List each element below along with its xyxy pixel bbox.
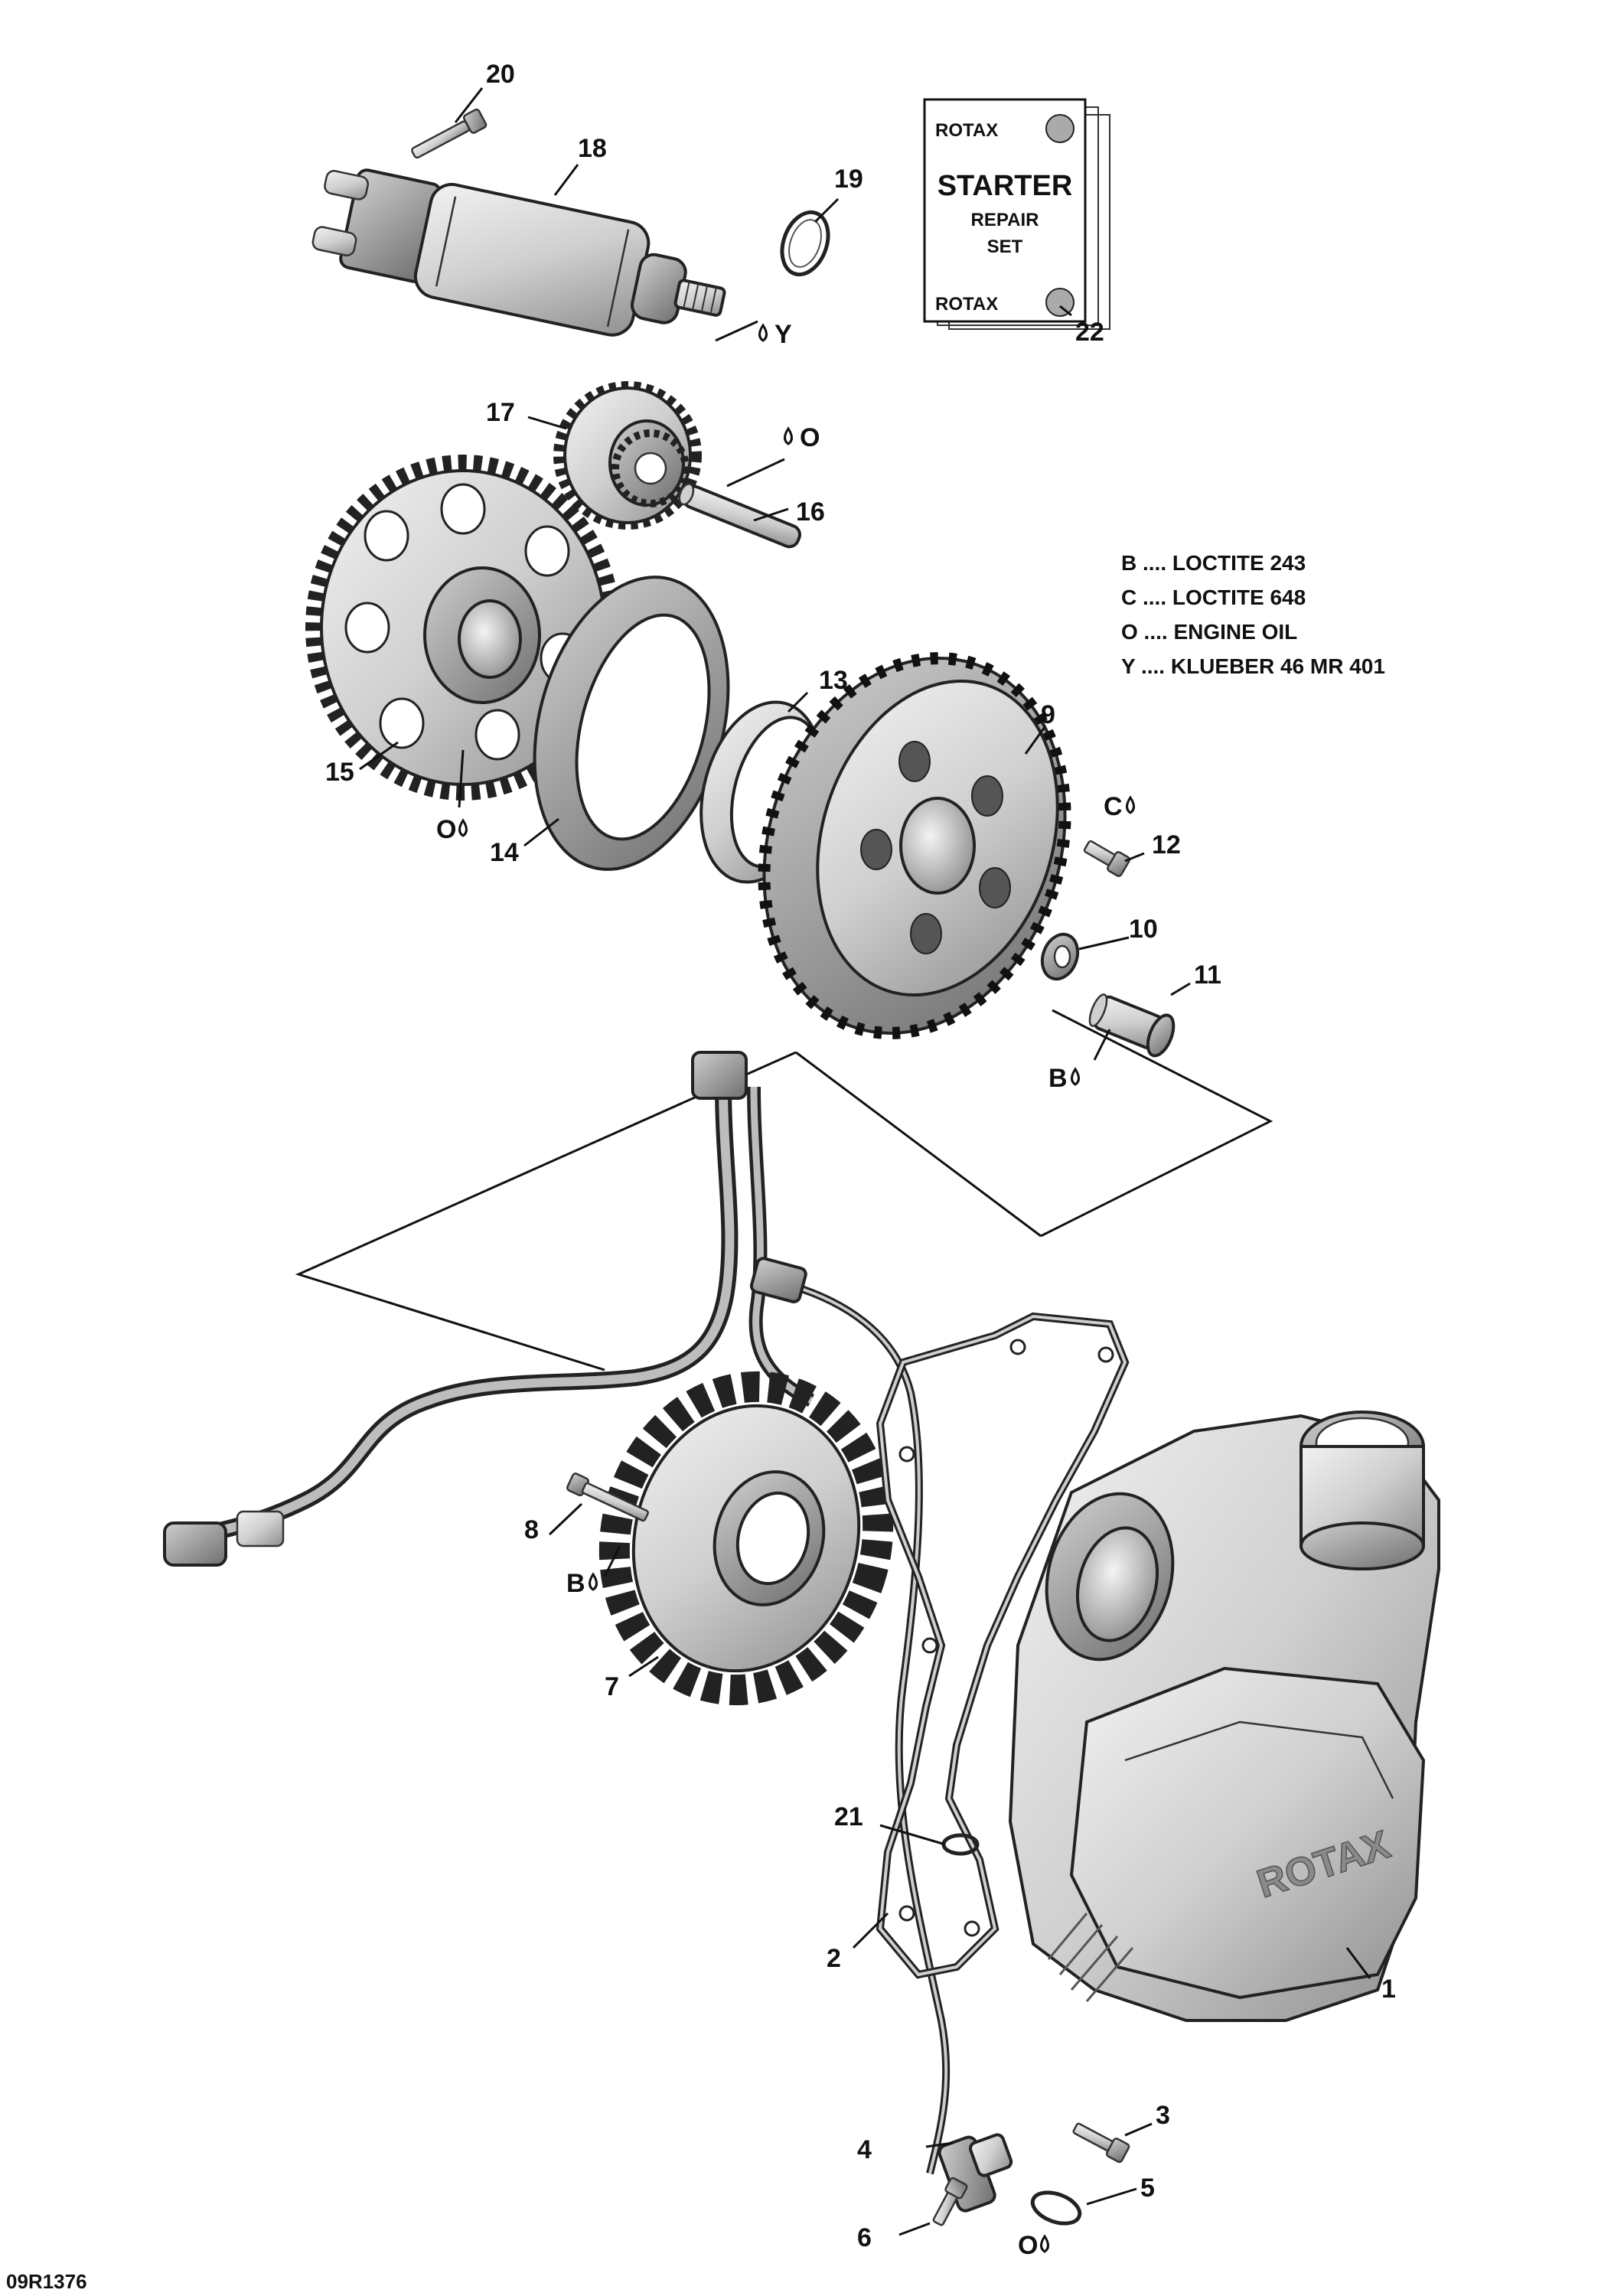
kit-card-brand-bottom: ROTAX bbox=[935, 294, 998, 315]
callout-4: 4 bbox=[857, 2135, 872, 2164]
callout-13: 13 bbox=[819, 666, 848, 695]
bolt-part-20 bbox=[411, 108, 488, 159]
legend-line-b: B .... LOCTITE 243 bbox=[1121, 551, 1306, 575]
screw-part-3 bbox=[1072, 2122, 1130, 2164]
o-ring-part-5 bbox=[1030, 2190, 1082, 2226]
drop-icon bbox=[589, 1572, 598, 1591]
callout-1: 1 bbox=[1381, 1975, 1396, 2004]
drop-icon bbox=[1126, 795, 1135, 814]
marker-y-starter: Y bbox=[774, 320, 792, 349]
kit-card-brand-top: ROTAX bbox=[935, 120, 998, 141]
callout-5: 5 bbox=[1140, 2174, 1155, 2203]
callout-11: 11 bbox=[1194, 960, 1221, 990]
intermediate-gear-part-17 bbox=[553, 381, 702, 530]
assembly-plane-outline bbox=[295, 1009, 1273, 1371]
legend-line-o: O .... ENGINE OIL bbox=[1121, 620, 1297, 644]
legend: B .... LOCTITE 243 C .... LOCTITE 648 O … bbox=[1121, 551, 1385, 678]
screw-part-6 bbox=[932, 2177, 968, 2226]
drop-icon bbox=[1071, 1067, 1080, 1086]
callout-6: 6 bbox=[857, 2223, 872, 2252]
magneto-cover-part-1: ROTAX bbox=[1008, 1411, 1440, 2022]
kit-card-line-2: REPAIR bbox=[971, 210, 1039, 230]
marker-c-screw: C bbox=[1104, 792, 1123, 821]
callout-12: 12 bbox=[1152, 830, 1181, 859]
callout-9: 9 bbox=[1041, 700, 1055, 729]
leader-lines bbox=[359, 87, 1371, 2236]
ring-gear-part-15 bbox=[305, 455, 621, 801]
rotax-logo-icon bbox=[1045, 114, 1075, 143]
drop-icon bbox=[458, 818, 468, 837]
callout-16: 16 bbox=[796, 497, 825, 527]
screw-part-12 bbox=[1083, 840, 1131, 877]
callout-3: 3 bbox=[1156, 2101, 1170, 2130]
marker-o-shaft: O bbox=[800, 423, 820, 452]
marker-o-plug: O bbox=[1018, 2231, 1038, 2260]
kit-card-title: STARTER bbox=[938, 170, 1073, 202]
sensor-part-4 bbox=[938, 2133, 1013, 2213]
callout-19: 19 bbox=[834, 165, 863, 194]
marker-b-bolt: B bbox=[1048, 1064, 1068, 1093]
marker-o-gear: O bbox=[436, 815, 456, 844]
callout-22: 22 bbox=[1075, 318, 1104, 347]
marker-b-stator: B bbox=[566, 1569, 585, 1598]
kit-card-line-3: SET bbox=[987, 236, 1023, 257]
shaft-part-16 bbox=[678, 483, 801, 549]
callout-17: 17 bbox=[486, 398, 515, 427]
lubricant-markers: Y O O C B B O bbox=[436, 320, 1135, 2260]
callout-10: 10 bbox=[1129, 915, 1158, 944]
callout-21: 21 bbox=[834, 1802, 863, 1831]
legend-line-y: Y .... KLUEBER 46 MR 401 bbox=[1121, 654, 1385, 678]
drawing-code: 09R1376 bbox=[6, 2270, 87, 2293]
legend-line-c: C .... LOCTITE 648 bbox=[1121, 585, 1306, 609]
flywheel-part-9 bbox=[758, 652, 1071, 1039]
callout-14: 14 bbox=[490, 838, 519, 867]
o-ring-part-19 bbox=[780, 210, 830, 277]
friction-disc-part-14 bbox=[533, 576, 730, 871]
callout-2: 2 bbox=[827, 1944, 841, 1973]
drop-icon bbox=[1040, 2234, 1049, 2253]
bolt-part-11 bbox=[1088, 993, 1176, 1058]
callout-numbers: 1 2 3 4 5 6 7 8 9 10 11 12 13 14 15 16 1… bbox=[325, 60, 1396, 2252]
washer-part-10 bbox=[1040, 932, 1080, 981]
drop-icon bbox=[758, 323, 768, 342]
callout-15: 15 bbox=[325, 758, 354, 787]
callout-7: 7 bbox=[605, 1672, 619, 1701]
rotax-logo-icon bbox=[1045, 288, 1075, 317]
gasket-part-2 bbox=[876, 1312, 1130, 1979]
drop-icon bbox=[784, 426, 793, 445]
stator-part-7 bbox=[598, 1371, 894, 1706]
bolt-part-8 bbox=[566, 1473, 649, 1522]
callout-18: 18 bbox=[578, 134, 607, 163]
callout-20: 20 bbox=[486, 60, 515, 89]
callout-8: 8 bbox=[524, 1515, 539, 1544]
starter-repair-set-part-22: ROTAX STARTER REPAIR SET ROTAX bbox=[923, 98, 1110, 330]
starter-motor-part-18 bbox=[311, 168, 726, 337]
